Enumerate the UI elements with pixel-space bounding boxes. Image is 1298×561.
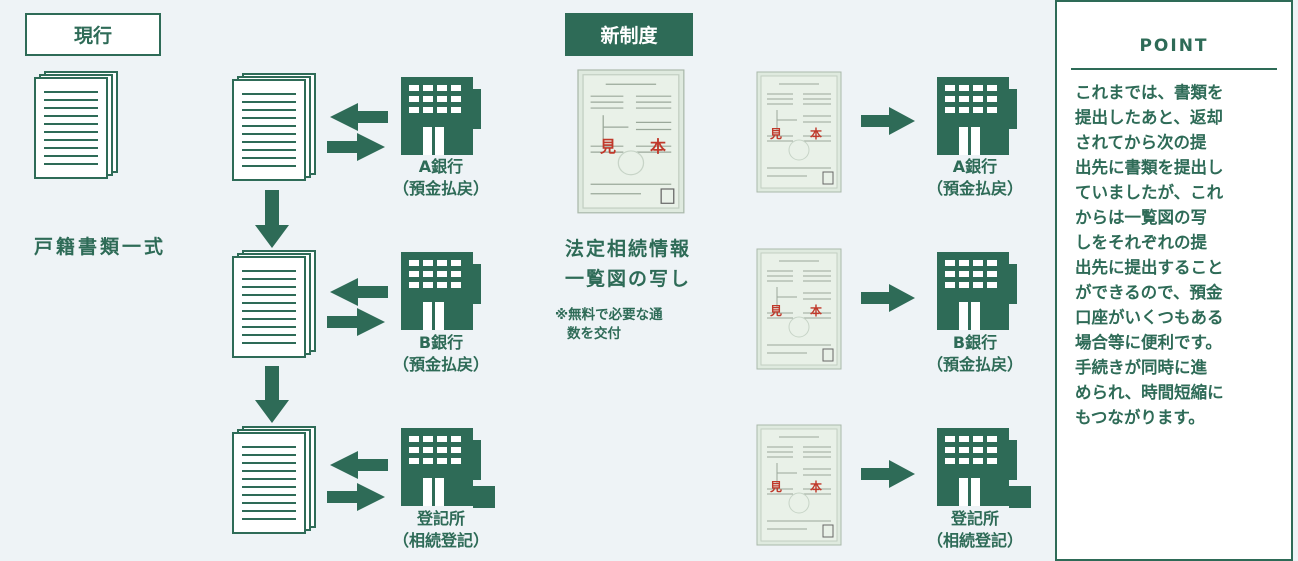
current-row-a: [232, 73, 481, 181]
certificate-sample-icon: [577, 69, 685, 214]
arrow-right-icon: [327, 133, 385, 161]
flow-diagram: 見 本 見 本 見 本 見 本: [34, 69, 1031, 546]
arrow-right-icon: [861, 460, 915, 488]
point-line: 口座がいくつもある: [1075, 308, 1224, 327]
institution-name: 登記所: [416, 509, 465, 528]
point-line: これまでは、書類を: [1075, 83, 1224, 102]
institution-purpose: （預金払戻）: [926, 179, 1023, 198]
point-line: 場合等に便利です。: [1075, 333, 1222, 352]
institution-name: 登記所: [950, 509, 999, 528]
registry-office-icon: [937, 428, 1031, 508]
point-line: 手続きが同時に進: [1075, 358, 1207, 377]
sample-stamp-left: 見: [599, 137, 616, 156]
point-panel: POINT これまでは、書類を 提出したあと、返却 されてから次の提 出先に書類…: [1055, 0, 1293, 561]
sample-stamp-left: 見: [769, 479, 782, 494]
document-stack-icon: [232, 426, 316, 534]
bank-building-icon: [937, 77, 1017, 155]
new-row-registry: [756, 424, 1031, 546]
arrow-down-icon: [255, 366, 289, 423]
document-stack-icon: [232, 73, 316, 181]
institution-purpose: （相続登記）: [392, 531, 489, 550]
institution-name: B銀行: [952, 333, 998, 352]
current-row-b: [232, 250, 481, 358]
point-divider: [1071, 68, 1277, 70]
documents-label: 戸籍書類一式: [33, 236, 166, 258]
arrow-left-icon: [330, 451, 388, 479]
sample-stamp-right: 本: [810, 479, 822, 494]
document-stack-icon: [34, 71, 118, 179]
current-row-registry: [232, 426, 495, 534]
point-line: されてから次の提: [1075, 133, 1207, 152]
bank-building-icon: [937, 252, 1017, 330]
point-title: POINT: [1139, 36, 1209, 56]
arrow-right-icon: [861, 284, 915, 312]
bank-building-icon: [401, 252, 481, 330]
new-system-label: 新制度: [565, 13, 693, 56]
institution-purpose: （預金払戻）: [926, 355, 1023, 374]
point-line: からは一覧図の写: [1075, 208, 1207, 227]
registry-office-icon: [401, 428, 495, 508]
sample-stamp-right: 本: [810, 126, 822, 141]
institution-name: B銀行: [418, 333, 464, 352]
arrow-left-icon: [330, 278, 388, 306]
new-row-b: [756, 248, 1017, 370]
new-row-a: [756, 71, 1017, 193]
arrow-left-icon: [330, 103, 388, 131]
arrow-right-icon: [327, 483, 385, 511]
sample-stamp-right: 本: [810, 303, 822, 318]
institution-name: A銀行: [418, 157, 464, 176]
arrow-down-icon: [255, 190, 289, 248]
certificate-title-line1: 法定相続情報: [564, 238, 691, 260]
sample-stamp-left: 見: [769, 303, 782, 318]
certificate-note-line1: ※無料で必要な通: [555, 307, 663, 323]
point-line: ていましたが、これ: [1075, 183, 1224, 202]
sample-stamp-left: 見: [769, 126, 782, 141]
institution-name: A銀行: [952, 157, 998, 176]
certificate-title-line2: 一覧図の写し: [564, 268, 691, 290]
document-stack-icon: [232, 250, 316, 358]
point-text: これまでは、書類を 提出したあと、返却 されてから次の提 出先に書類を提出し て…: [1075, 80, 1279, 430]
institution-purpose: （相続登記）: [926, 531, 1023, 550]
current-system-label: 現行: [25, 13, 161, 56]
institution-purpose: （預金払戻）: [392, 179, 489, 198]
sample-stamp-right: 本: [650, 137, 666, 156]
point-line: 出先に提出すること: [1075, 258, 1224, 277]
point-line: もつながります。: [1075, 408, 1205, 427]
point-line: ができるので、預金: [1075, 283, 1223, 302]
arrow-right-icon: [861, 107, 915, 135]
arrow-right-icon: [327, 308, 385, 336]
institution-purpose: （預金払戻）: [392, 355, 489, 374]
certificate-note-line2: 数を交付: [567, 326, 621, 342]
point-line: められ、時間短縮に: [1075, 383, 1224, 402]
point-line: 提出したあと、返却: [1075, 108, 1223, 127]
point-line: 出先に書類を提出し: [1075, 158, 1224, 177]
bank-building-icon: [401, 77, 481, 155]
point-line: しをそれぞれの提: [1075, 233, 1207, 252]
